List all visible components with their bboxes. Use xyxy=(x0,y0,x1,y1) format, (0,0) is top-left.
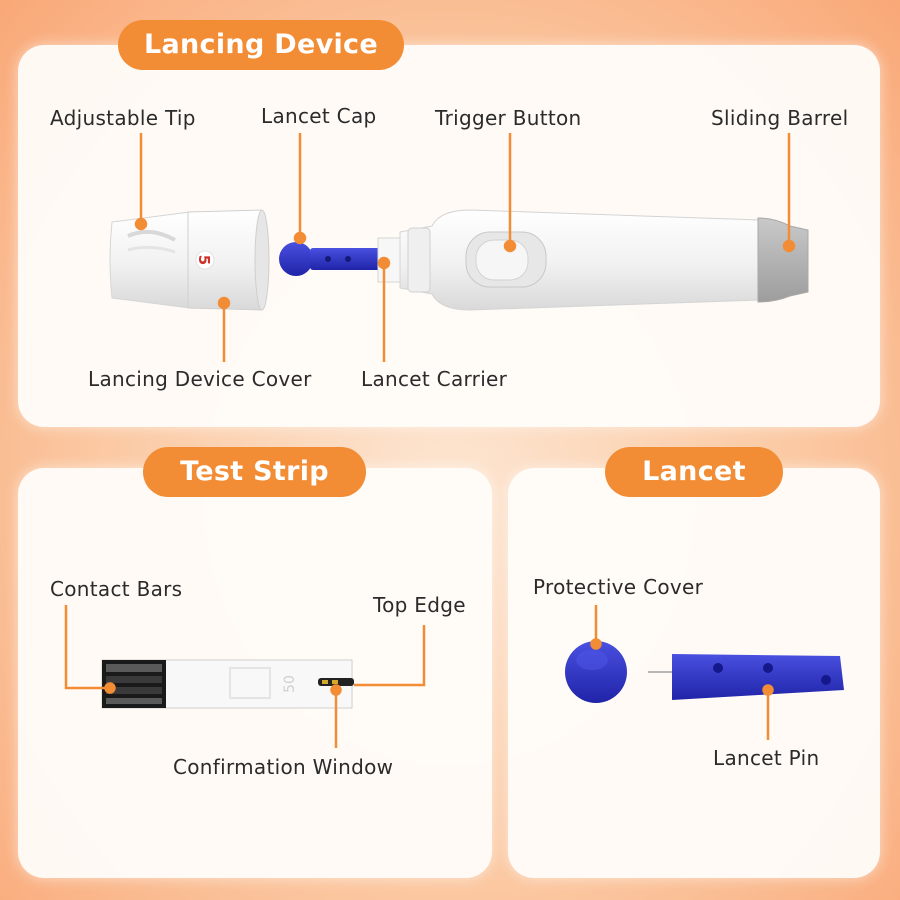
device-body-part xyxy=(399,209,809,311)
label-sliding-barrel: Sliding Barrel xyxy=(711,106,849,130)
strip-marking: 50 xyxy=(282,675,298,693)
label-lancing-device-cover: Lancing Device Cover xyxy=(88,367,312,391)
depth-number: 5 xyxy=(195,255,213,265)
device-leader-lines xyxy=(134,133,796,362)
lancing-device-title: Lancing Device xyxy=(118,20,404,70)
label-protective-cover: Protective Cover xyxy=(533,575,704,599)
label-contact-bars: Contact Bars xyxy=(50,577,183,601)
label-trigger-button: Trigger Button xyxy=(435,106,582,130)
lancing-device-cover-part: 5 xyxy=(109,209,270,311)
label-adjustable-tip: Adjustable Tip xyxy=(50,106,196,130)
label-top-edge: Top Edge xyxy=(373,593,466,617)
test-strip-part: 50 xyxy=(101,659,354,709)
test-strip-title: Test Strip xyxy=(143,447,366,497)
label-lancet-pin: Lancet Pin xyxy=(713,746,820,770)
strip-leader-lines xyxy=(64,605,426,748)
label-lancet-cap: Lancet Cap xyxy=(261,104,377,128)
label-lancet-carrier: Lancet Carrier xyxy=(361,367,508,391)
lancet-part xyxy=(565,641,844,703)
label-confirmation-window: Confirmation Window xyxy=(173,755,394,779)
lancet-leader-lines xyxy=(590,605,774,740)
lancet-title: Lancet xyxy=(605,447,783,497)
lancet-cap-part xyxy=(279,242,382,276)
